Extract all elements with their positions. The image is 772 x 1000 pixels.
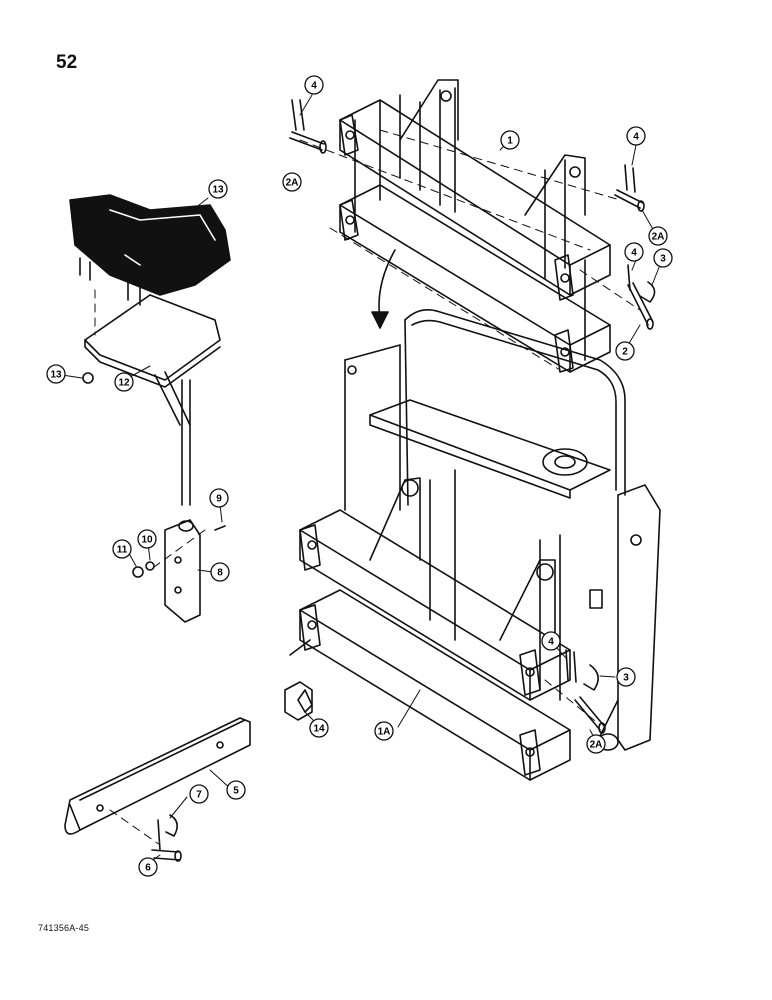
callout-4: 4 — [624, 242, 644, 262]
seat-assembly — [69, 194, 231, 623]
lower-arm — [64, 717, 251, 862]
callout-13: 13 — [46, 364, 66, 384]
wear-pad — [284, 681, 313, 721]
callout-5: 5 — [226, 780, 246, 800]
callout-label: 4 — [311, 81, 317, 92]
callout-11: 11 — [112, 539, 132, 559]
callout-circle — [138, 857, 158, 877]
callout-circle — [112, 539, 132, 559]
callout-label: 11 — [117, 545, 128, 556]
callout-label: 10 — [141, 535, 153, 546]
callout-circle — [114, 372, 134, 392]
upper-right-pins — [614, 164, 656, 330]
callout-label: 4 — [631, 248, 637, 259]
callout-circle — [615, 341, 635, 361]
page-number: 52 — [56, 52, 78, 73]
callout-circle — [210, 562, 230, 582]
callout-label: 3 — [660, 254, 666, 265]
callout-circle — [653, 248, 673, 268]
callout-label: 1A — [378, 727, 391, 738]
callout-label: 1 — [507, 136, 513, 147]
callout-label: 2A — [652, 232, 665, 243]
callout-circle — [626, 126, 646, 146]
callout-13: 13 — [208, 179, 228, 199]
callout-circle — [541, 631, 561, 651]
callout-12: 12 — [114, 372, 134, 392]
coupler-frame-upper — [339, 79, 611, 373]
coupler-frame-lower — [299, 309, 661, 781]
callout-2A: 2A — [648, 226, 668, 246]
callout-label: 12 — [118, 378, 130, 389]
callout-8: 8 — [210, 562, 230, 582]
callout-4: 4 — [541, 631, 561, 651]
callout-2: 2 — [615, 341, 635, 361]
callout-label: 5 — [233, 786, 239, 797]
callout-1A: 1A — [374, 721, 394, 741]
callout-circle — [189, 784, 209, 804]
callout-label: 2A — [590, 740, 603, 751]
callout-label: 2 — [622, 347, 628, 358]
callout-circle — [500, 130, 520, 150]
callout-2A: 2A — [282, 172, 302, 192]
callout-label: 4 — [548, 637, 554, 648]
callout-10: 10 — [137, 529, 157, 549]
callout-label: 2A — [286, 178, 299, 189]
callout-circle — [137, 529, 157, 549]
callout-circle — [282, 172, 302, 192]
lower-right-pins — [565, 649, 606, 734]
callout-label: 13 — [50, 370, 62, 381]
callout-circle — [624, 242, 644, 262]
callout-label: 14 — [313, 724, 325, 735]
callout-circle — [374, 721, 394, 741]
callout-7: 7 — [189, 784, 209, 804]
callout-2A: 2A — [586, 734, 606, 754]
callout-6: 6 — [138, 857, 158, 877]
callout-14: 14 — [309, 718, 329, 738]
drawing-code: 741356A-45 — [38, 923, 90, 933]
callout-circle — [226, 780, 246, 800]
callout-circle — [304, 75, 324, 95]
callout-label: 4 — [633, 132, 639, 143]
callout-1: 1 — [500, 130, 520, 150]
callout-3: 3 — [616, 667, 636, 687]
callout-label: 8 — [217, 568, 223, 579]
callout-label: 9 — [216, 494, 222, 505]
callout-circle — [648, 226, 668, 246]
callout-3: 3 — [653, 248, 673, 268]
callout-label: 3 — [623, 673, 629, 684]
callout-4: 4 — [626, 126, 646, 146]
callout-circle — [46, 364, 66, 384]
callout-circle — [309, 718, 329, 738]
callout-label: 7 — [196, 790, 202, 801]
callout-9: 9 — [209, 488, 229, 508]
callout-circle — [616, 667, 636, 687]
callout-label: 6 — [145, 863, 151, 874]
callout-circle — [209, 488, 229, 508]
upper-left-pins — [289, 99, 327, 154]
callout-label: 13 — [212, 185, 224, 196]
callout-circle — [208, 179, 228, 199]
callout-4: 4 — [304, 75, 324, 95]
callout-circle — [586, 734, 606, 754]
